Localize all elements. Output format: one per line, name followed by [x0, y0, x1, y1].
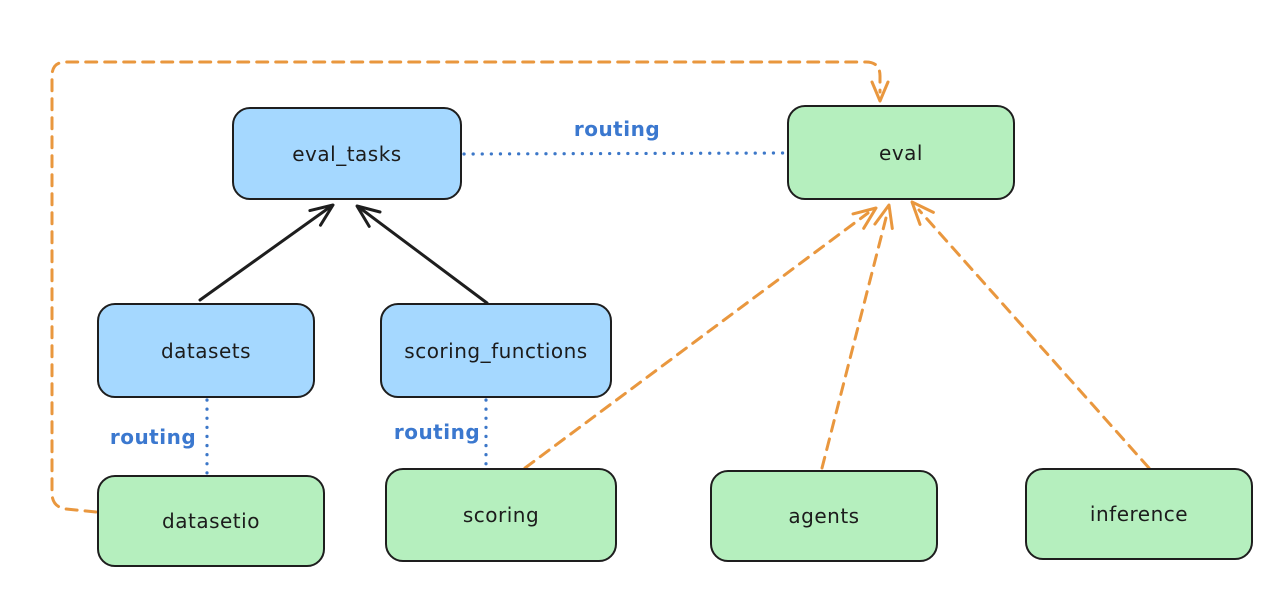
node-eval-tasks-label: eval_tasks [292, 141, 402, 166]
node-scoring-functions: scoring_functions [380, 303, 612, 398]
node-agents: agents [710, 470, 938, 562]
edge-eval-tasks-to-eval-routing [462, 151, 787, 156]
node-scoring-functions-label: scoring_functions [404, 338, 588, 363]
edge-scoring-to-eval [523, 211, 870, 470]
node-eval-tasks: eval_tasks [232, 107, 462, 200]
node-inference-label: inference [1089, 502, 1189, 526]
edge-agents-to-eval-arrowhead [873, 203, 894, 230]
node-scoring-label: scoring [462, 503, 540, 527]
edge-inference-to-eval-arrowhead [910, 200, 935, 226]
routing-label-datasets-datasetio: routing [109, 425, 197, 449]
edge-scoring-to-eval-arrowhead [851, 206, 878, 230]
routing-label-eval-tasks-eval: routing [573, 117, 661, 141]
node-datasets-label: datasets [160, 338, 252, 363]
node-datasetio: datasetio [97, 475, 325, 567]
edge-scoring-functions-to-eval-tasks-arrowhead [355, 204, 382, 228]
edge-datasets-to-eval-tasks [198, 205, 332, 302]
edge-datasetio-to-eval-loop [50, 60, 882, 514]
node-inference: inference [1025, 468, 1253, 560]
edge-inference-to-eval [917, 208, 1151, 470]
node-eval: eval [787, 105, 1015, 200]
edge-scoring-functions-to-eval-tasks [358, 206, 489, 305]
routing-label-scoring-functions-scoring: routing [393, 420, 481, 444]
node-scoring: scoring [385, 468, 617, 562]
node-datasets: datasets [97, 303, 315, 398]
edge-datasets-to-eval-tasks-arrowhead [308, 203, 335, 227]
edge-datasetio-to-eval-loop-arrowhead [870, 80, 890, 103]
edge-agents-to-eval [820, 212, 889, 470]
node-datasetio-label: datasetio [162, 509, 260, 533]
node-eval-label: eval [879, 140, 923, 165]
node-agents-label: agents [788, 504, 860, 528]
